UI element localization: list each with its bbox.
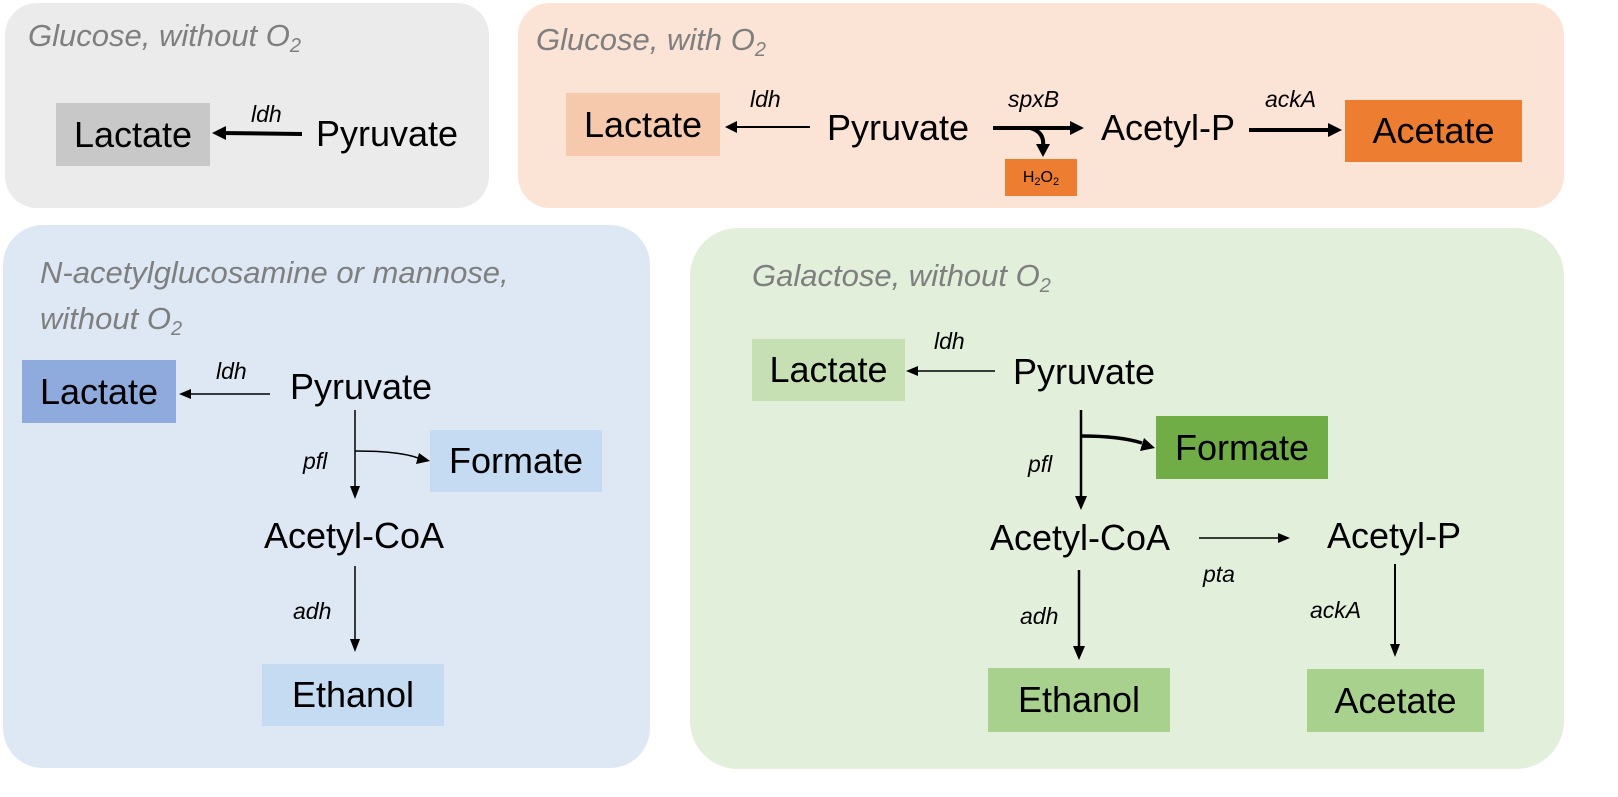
lactate-box: Lactate bbox=[56, 103, 210, 166]
panel-title: N-acetylglucosamine or mannose, without … bbox=[40, 255, 509, 340]
formate-box: Formate bbox=[1156, 416, 1328, 479]
enzyme-pfl-label: pfl bbox=[1028, 451, 1053, 477]
h2o2-box: H2O2 bbox=[1005, 159, 1077, 196]
ethanol-box: Ethanol bbox=[262, 664, 444, 726]
enzyme-pfl-label: pfl bbox=[303, 448, 328, 474]
acetate-box: Acetate bbox=[1345, 100, 1522, 162]
lactate-box: Lactate bbox=[752, 339, 905, 401]
enzyme-ldh-label: ldh bbox=[251, 101, 282, 127]
lactate-box: Lactate bbox=[22, 360, 176, 423]
formate-box: Formate bbox=[430, 430, 602, 492]
pyruvate-label: Pyruvate bbox=[315, 113, 459, 154]
enzyme-spxb-label: spxB bbox=[1008, 86, 1060, 112]
enzyme-ldh-label: ldh bbox=[216, 358, 247, 384]
enzyme-acka-label: ackA bbox=[1310, 597, 1362, 623]
acetyl-p-label: Acetyl-P bbox=[1326, 515, 1462, 556]
enzyme-pta-label: pta bbox=[1203, 561, 1235, 587]
enzyme-acka-label: ackA bbox=[1265, 86, 1317, 112]
acetate-box: Acetate bbox=[1307, 669, 1484, 732]
lactate-box: Lactate bbox=[566, 93, 720, 156]
enzyme-adh-label: adh bbox=[1020, 603, 1059, 629]
pyruvate-label: Pyruvate bbox=[826, 107, 970, 148]
enzyme-adh-label: adh bbox=[293, 598, 332, 624]
ethanol-box: Ethanol bbox=[988, 668, 1170, 732]
enzyme-ldh-label: ldh bbox=[750, 86, 781, 112]
panel-title: Glucose, with O2 bbox=[536, 22, 766, 61]
acetyl-coa-label: Acetyl-CoA bbox=[989, 517, 1171, 558]
acetyl-coa-label: Acetyl-CoA bbox=[263, 515, 445, 556]
pyruvate-label: Pyruvate bbox=[289, 366, 433, 407]
panel-title: Glucose, without O2 bbox=[28, 18, 302, 57]
acetyl-p-label: Acetyl-P bbox=[1100, 107, 1236, 148]
panel-title: Galactose, without O2 bbox=[752, 258, 1051, 297]
enzyme-ldh-label: ldh bbox=[934, 328, 965, 354]
pyruvate-label: Pyruvate bbox=[1012, 351, 1156, 392]
